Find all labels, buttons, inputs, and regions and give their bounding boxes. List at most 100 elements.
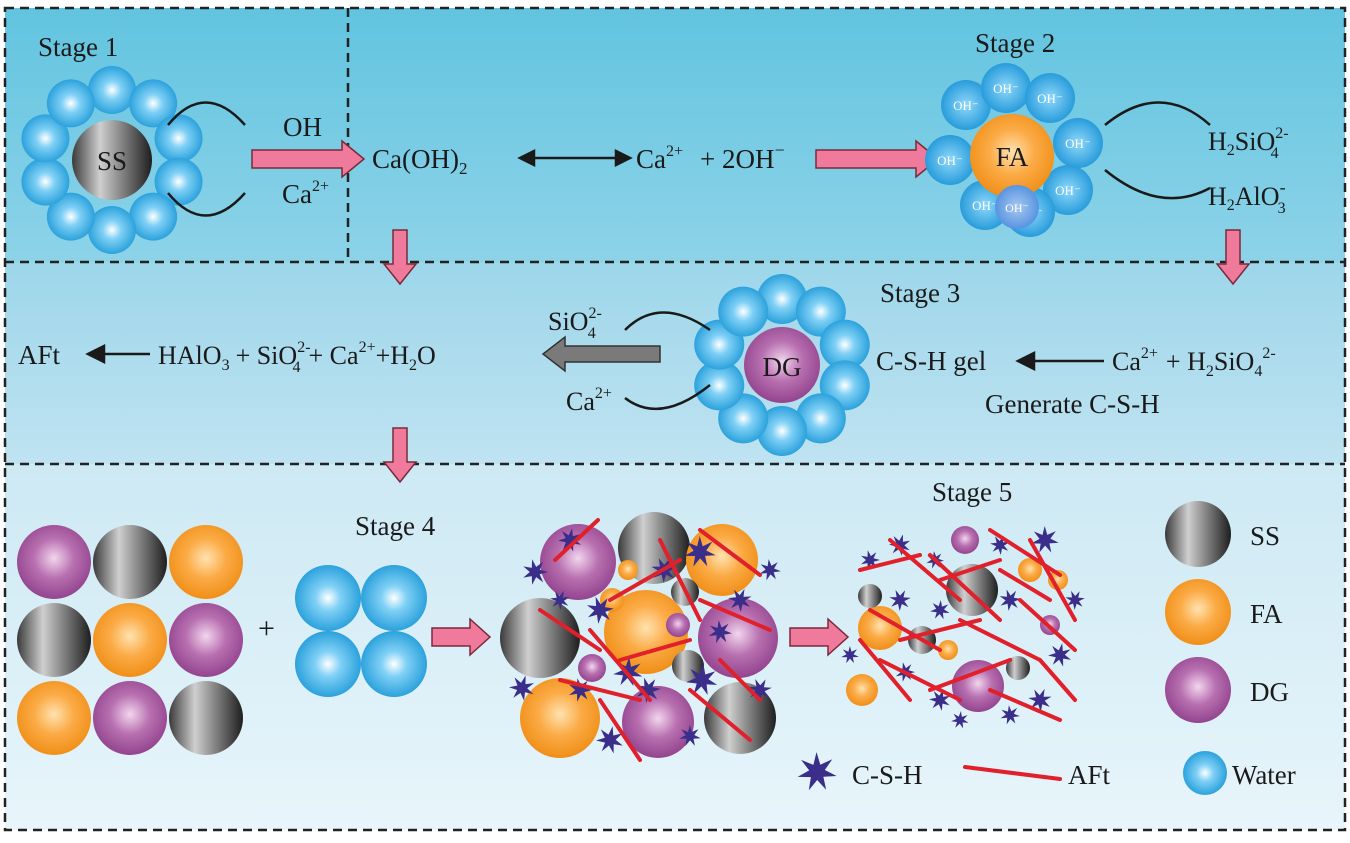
- oh-ion-label: OH⁻: [1005, 201, 1029, 215]
- caoh2-label: Ca(OH)2: [372, 144, 467, 178]
- legend-fa-label: FA: [1250, 599, 1283, 629]
- csh-star-icon: [929, 689, 951, 711]
- aft-needle: [988, 688, 1062, 722]
- fa-sphere: [938, 640, 958, 660]
- csh-star-icon: [728, 588, 752, 612]
- dg-sphere: [698, 598, 778, 678]
- oh-ion-sphere: [1053, 118, 1103, 168]
- csh-star-icon: [1048, 643, 1071, 667]
- aft-needle: [558, 678, 642, 702]
- water-sphere: [295, 565, 361, 631]
- aft-needle: [718, 658, 762, 702]
- csh-star-icon: [1000, 705, 1020, 725]
- water-sphere: [21, 157, 70, 206]
- oh-ion-label: OH⁻: [937, 153, 963, 168]
- aft-needle: [928, 658, 1012, 692]
- plus-sign: +: [258, 612, 275, 645]
- aft-needle: [658, 538, 702, 622]
- dg-sphere: [744, 327, 820, 403]
- csh-star-icon: [999, 589, 1021, 611]
- fa-sphere: [970, 114, 1054, 198]
- aft-needle: [698, 598, 772, 632]
- down-arrow-left-mid: [382, 427, 418, 484]
- double-arrow: [517, 148, 633, 168]
- aft-needle: [1018, 598, 1077, 652]
- ca2plus-label: Ca2+: [636, 143, 683, 174]
- h2sio4-label: H2SiO2-4: [1208, 125, 1289, 162]
- stage2-bracket-lines: [1104, 101, 1211, 200]
- water-sphere: [154, 114, 203, 163]
- oh-ion-label: OH⁻: [1055, 183, 1081, 198]
- stage-5-title: Stage 5: [932, 477, 1012, 507]
- legend-fa-sphere: [1165, 579, 1231, 645]
- fa-sphere: [520, 678, 600, 758]
- ss-sphere: [17, 603, 91, 677]
- csh-star-icon: [684, 536, 716, 567]
- aft-product-label: AFt: [18, 340, 61, 370]
- down-arrow-left-top: [382, 229, 418, 286]
- legend-ss-sphere: [1165, 501, 1231, 567]
- water-sphere: [129, 79, 178, 128]
- legend-csh-star-icon: [797, 752, 837, 791]
- csh-star-icon: [558, 528, 582, 552]
- dashed-borders: [3, 6, 1347, 832]
- ss-water-cluster: [21, 66, 203, 254]
- csh-star-icon: [686, 664, 718, 695]
- water-sphere: [46, 79, 95, 128]
- fa-sphere: [17, 681, 91, 755]
- fa-sphere: [169, 525, 243, 599]
- down-arrow-right-top: [1215, 229, 1251, 286]
- oh-ion-sphere: [925, 135, 975, 185]
- aft-needle: [608, 558, 682, 602]
- legend-aft-needle-icon: [963, 765, 1062, 781]
- water-sphere: [819, 319, 870, 370]
- dg-water-cluster: [694, 274, 870, 456]
- ss-sphere: [858, 584, 882, 608]
- csh-star-icon: [569, 678, 592, 702]
- ss-sphere: [946, 564, 998, 616]
- dg-sphere: [578, 654, 606, 682]
- oh-ion-label: OH⁻: [1037, 91, 1063, 106]
- aft-needle: [1028, 538, 1077, 622]
- oh-ion-sphere: [995, 185, 1039, 229]
- csh-star-icon: [1028, 688, 1052, 712]
- aft-needle: [598, 698, 642, 762]
- csh-star-icon: [523, 559, 548, 585]
- stage-1-title: Stage 1: [38, 32, 118, 62]
- pink-arrow-stage4: [431, 617, 492, 657]
- ss-sphere: [169, 681, 243, 755]
- fa-sphere: [1018, 558, 1042, 582]
- ca-h2sio4-label: Ca2++ H2SiO42-: [1112, 345, 1276, 380]
- oh-ion-sphere: [981, 63, 1031, 113]
- fa-particle-label: FA: [996, 142, 1029, 172]
- csh-star-icon: [550, 590, 570, 610]
- water-sphere: [129, 192, 178, 241]
- aft-needle: [588, 628, 652, 702]
- ss-sphere: [500, 598, 580, 678]
- oh-label: OH: [283, 112, 322, 142]
- stage-3-background: [5, 262, 1345, 464]
- water-sphere: [361, 631, 427, 697]
- sio4-label: SiO2-4: [548, 305, 602, 342]
- legend-dg-label: DG: [1250, 677, 1289, 707]
- aft-needle: [688, 688, 752, 742]
- oh-ion-label: OH⁻: [993, 81, 1019, 96]
- legend-csh-label: C-S-H: [852, 760, 923, 790]
- arrow-to-csh-gel: [1015, 350, 1104, 372]
- water-sphere: [21, 114, 70, 163]
- ss-sphere: [1006, 656, 1030, 680]
- water-sphere: [46, 192, 95, 241]
- water-sphere: [295, 631, 361, 697]
- legend-ss-label: SS: [1250, 521, 1280, 551]
- dg-sphere: [169, 603, 243, 677]
- dg-sphere: [952, 660, 1004, 712]
- water-sphere: [718, 286, 769, 337]
- aft-needle: [928, 553, 1002, 622]
- fa-sphere: [686, 524, 758, 596]
- csh-star-icon: [861, 550, 880, 570]
- csh-star-icon: [586, 596, 614, 624]
- csh-star-icon: [930, 600, 950, 620]
- dg-sphere: [951, 526, 979, 554]
- csh-gel-label: C-S-H gel: [876, 346, 986, 376]
